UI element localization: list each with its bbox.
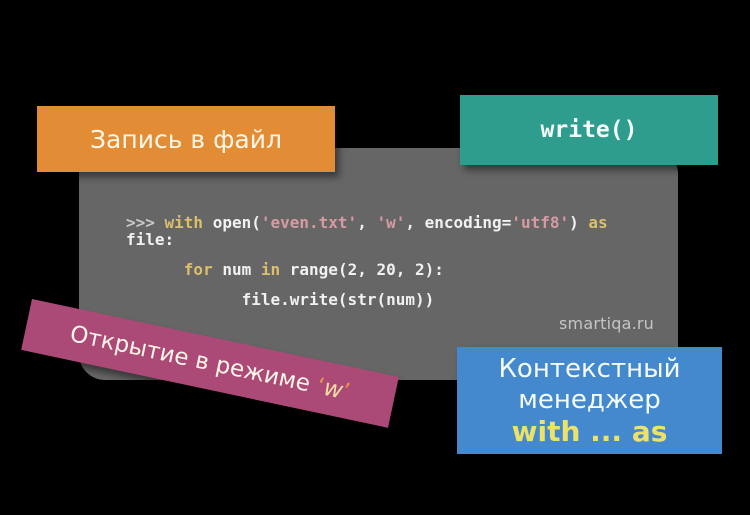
code-token-str: 'w' — [376, 213, 406, 232]
code-line: >>> with open('even.txt', 'w', encoding=… — [126, 214, 608, 231]
code-line: file: — [126, 231, 608, 248]
code-line: for num in range(2, 20, 2): — [126, 261, 608, 278]
label-context-manager-line1: Контекстный — [498, 354, 681, 384]
code-token-prompt: >>> — [126, 213, 165, 232]
code-token-str: 'even.txt' — [260, 213, 358, 232]
code-token-kw: as — [588, 213, 608, 232]
label-context-manager-line3: with ... as — [511, 415, 668, 448]
label-context-manager-line2: менеджер — [518, 385, 661, 415]
code-token-kw: for — [183, 260, 213, 279]
code-token-plain: ) — [569, 213, 589, 232]
code-token-plain: range(2, 20, 2): — [280, 260, 444, 279]
code-token-str: 'utf8' — [511, 213, 570, 232]
code-line: file.write(str(num)) — [126, 291, 608, 308]
code-token-plain: num — [212, 260, 261, 279]
code-token-kw: in — [260, 260, 281, 279]
code-token-plain: , encoding= — [405, 213, 512, 232]
label-context-manager: Контекстный менеджер with ... as — [457, 347, 722, 454]
watermark: smartiqa.ru — [559, 314, 654, 333]
label-write-to-file-text: Запись в файл — [90, 124, 282, 154]
code-token-plain: open( — [203, 213, 261, 232]
label-write-method: write() — [460, 95, 718, 165]
code-token-plain: file: — [126, 230, 175, 249]
code-block: >>> with open('even.txt', 'w', encoding=… — [126, 214, 608, 308]
code-token-kw: with — [164, 213, 204, 232]
code-token-plain: file.write(str(num)) — [126, 290, 435, 309]
label-write-to-file: Запись в файл — [37, 106, 335, 172]
label-write-method-text: write() — [540, 117, 638, 143]
code-token-plain: , — [357, 213, 377, 232]
code-token-plain — [126, 260, 184, 279]
